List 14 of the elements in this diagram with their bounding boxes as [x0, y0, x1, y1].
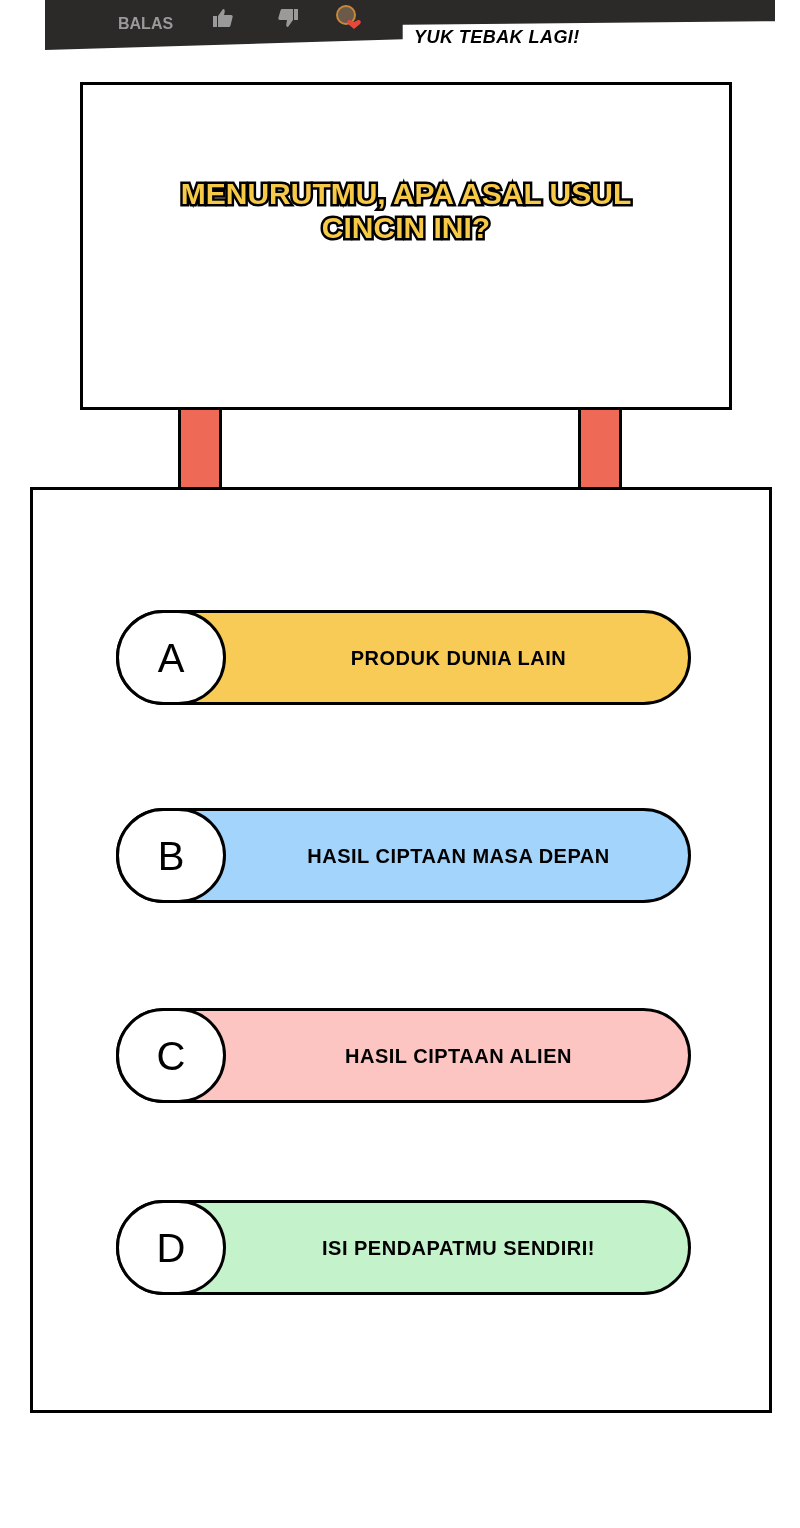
option-text: PRODUK DUNIA LAIN [350, 645, 567, 671]
question-board [80, 82, 732, 410]
option-letter: C [156, 1035, 186, 1076]
sign-post [178, 410, 222, 487]
option-letter: B [157, 835, 185, 876]
option-letter: A [157, 637, 185, 678]
option-text: HASIL CIPTAAN ALIEN [345, 1043, 572, 1069]
reply-text: BALAS [118, 14, 174, 34]
option-text: HASIL CIPTAAN MASA DEPAN [307, 843, 610, 869]
question-text: MENURUTMU, APA ASAL USUL CINCIN INI? [179, 176, 633, 246]
sign-post [578, 410, 622, 487]
answer-panel [30, 487, 772, 1413]
option-text: ISI PENDAPATMU SENDIRI! [322, 1235, 595, 1261]
option-letter: D [156, 1227, 186, 1268]
